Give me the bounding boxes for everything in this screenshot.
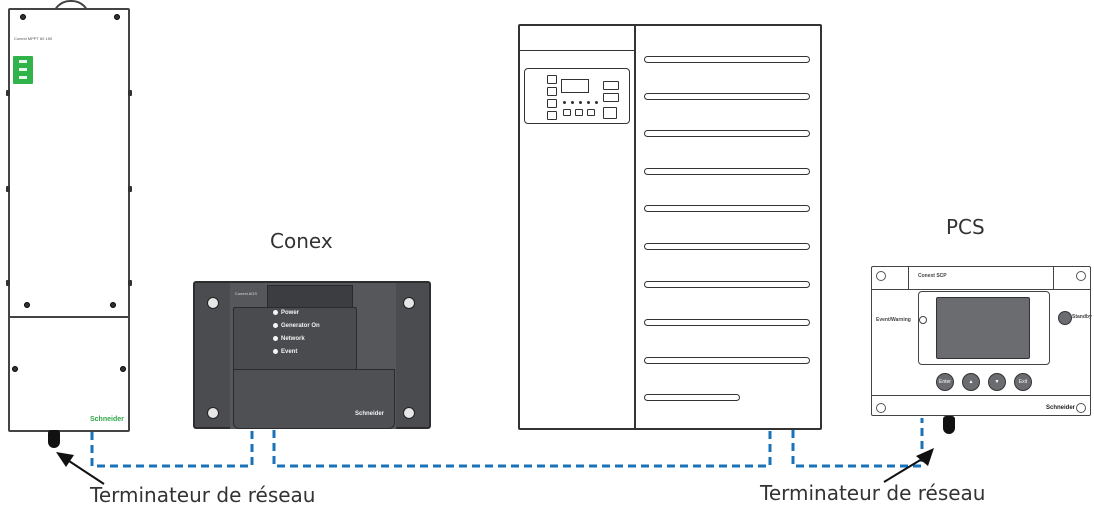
screw-icon xyxy=(20,14,26,20)
scp-title: Conext SCP xyxy=(918,273,947,279)
network-terminator-plug xyxy=(943,416,955,434)
panel-key-icon xyxy=(575,109,583,116)
pcs-label: PCS xyxy=(946,215,985,239)
vent-slot xyxy=(644,243,810,250)
network-cable xyxy=(90,418,924,468)
vent-slot xyxy=(644,281,810,288)
ags-led-generator-on: Generator On xyxy=(273,323,320,329)
panel-key-icon xyxy=(547,111,557,120)
scp-lcd-screen xyxy=(936,297,1030,359)
screw-icon xyxy=(403,297,415,309)
panel-key-icon xyxy=(547,99,557,108)
status-led-icon xyxy=(595,101,598,104)
screw-icon xyxy=(24,302,30,308)
ags-title: Conext AGS xyxy=(235,291,258,296)
scp-top-band xyxy=(908,267,1054,290)
terminator-arrow-right xyxy=(883,448,934,483)
inverter-display xyxy=(561,79,589,93)
screw-icon xyxy=(12,366,18,372)
screw-icon xyxy=(207,297,219,309)
vent-slot xyxy=(644,130,810,137)
panel-key-icon xyxy=(547,87,557,96)
panel-key-icon xyxy=(547,75,557,84)
scp-bottom-line xyxy=(872,395,1090,396)
vent-slot xyxy=(644,357,810,364)
mppt-model-label: Conext MPPT 60 150 xyxy=(14,36,53,41)
status-led-icon xyxy=(579,101,582,104)
scp-event-warning-label: Event/Warning xyxy=(876,317,911,323)
screw-icon xyxy=(207,407,219,419)
mppt-charge-controller: Conext MPPT 60 150 Schneider xyxy=(6,8,132,432)
terminator-arrow-left xyxy=(56,452,105,485)
ags-lower-panel xyxy=(233,369,395,429)
inverter-top-line xyxy=(520,50,634,51)
screw-icon xyxy=(110,302,116,308)
vent-slot xyxy=(644,319,810,326)
network-terminator-plug xyxy=(48,430,60,448)
event-led-icon xyxy=(919,316,927,324)
vent-slot xyxy=(644,168,810,175)
conext-ags-unit: Conext AGS Power Generator On Network Ev… xyxy=(193,281,431,429)
conext-scp-panel: Conext SCP Event/Warning Standby Enter ▲… xyxy=(871,266,1092,416)
mounting-tab-icon xyxy=(6,280,10,286)
ags-led-network: Network xyxy=(273,336,305,342)
enter-button[interactable]: Enter xyxy=(936,373,954,391)
scp-standby-label: Standby xyxy=(1072,314,1092,320)
mounting-tab-icon xyxy=(6,90,10,96)
scp-band-line xyxy=(872,289,908,290)
screw-icon xyxy=(114,14,120,20)
scp-band-line xyxy=(1052,289,1090,290)
screw-icon xyxy=(876,271,886,281)
inverter-control-panel xyxy=(524,68,630,124)
ags-led-panel xyxy=(233,307,357,371)
panel-key-icon xyxy=(603,93,619,102)
conex-label: Conex xyxy=(270,229,333,253)
power-key-icon xyxy=(603,107,617,119)
mppt-status-leds xyxy=(13,56,33,84)
status-led-icon xyxy=(587,101,590,104)
down-button[interactable]: ▼ xyxy=(988,373,1006,391)
screw-icon xyxy=(403,407,415,419)
ags-brand-logo: Schneider xyxy=(355,411,385,417)
mounting-tab-icon xyxy=(128,90,132,96)
vent-slot xyxy=(644,56,810,63)
panel-key-icon xyxy=(603,81,619,90)
ags-led-power: Power xyxy=(273,310,299,316)
ags-led-event: Event xyxy=(273,349,297,355)
exit-button[interactable]: Exit xyxy=(1014,373,1032,391)
inverter-door-split xyxy=(634,26,636,428)
panel-key-icon xyxy=(563,109,571,116)
status-led-icon xyxy=(563,101,566,104)
screw-icon xyxy=(1076,271,1086,281)
mppt-wiring-compartment-divider xyxy=(10,316,128,318)
vent-slot xyxy=(644,93,810,100)
screw-icon xyxy=(120,366,126,372)
status-led-icon xyxy=(571,101,574,104)
terminator-label-right: Terminateur de réseau xyxy=(760,481,986,505)
terminator-label-left: Terminateur de réseau xyxy=(90,483,316,507)
inverter-charger xyxy=(518,24,822,430)
mounting-tab-icon xyxy=(128,280,132,286)
mounting-tab-icon xyxy=(128,186,132,192)
panel-key-icon xyxy=(587,109,595,116)
ags-top-window xyxy=(267,285,353,309)
screw-icon xyxy=(876,403,886,413)
up-button[interactable]: ▲ xyxy=(962,373,980,391)
mounting-tab-icon xyxy=(6,186,10,192)
vent-slot xyxy=(644,394,740,401)
scp-brand-logo: Schneider xyxy=(1046,405,1076,411)
screw-icon xyxy=(1076,403,1086,413)
mppt-brand-logo: Schneider xyxy=(90,416,124,423)
standby-button-icon[interactable] xyxy=(1058,311,1072,325)
vent-slot xyxy=(644,205,810,212)
